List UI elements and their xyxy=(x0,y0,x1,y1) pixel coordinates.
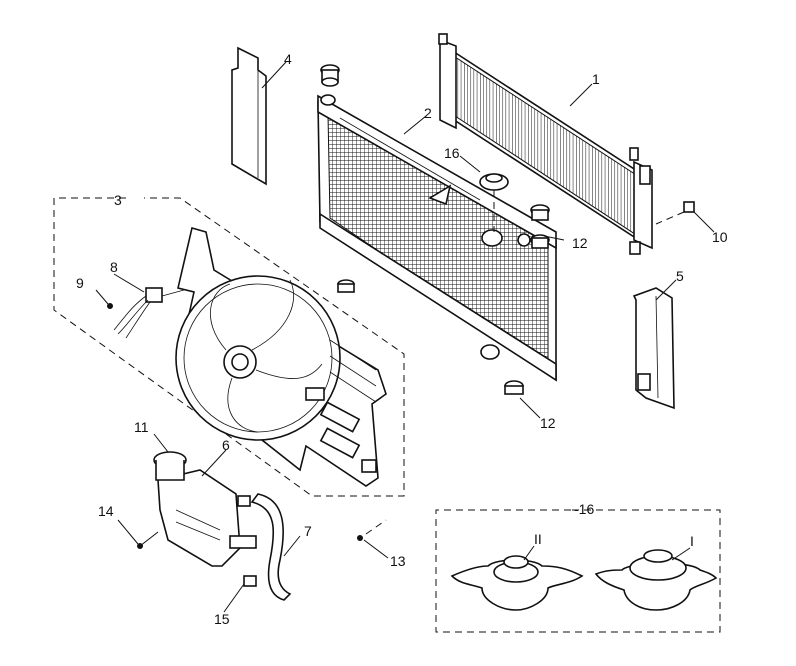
callout-14: 14 xyxy=(98,503,114,519)
radiator-cap-small-icon xyxy=(479,173,509,232)
screw-icon xyxy=(107,303,113,309)
callout-11: 11 xyxy=(134,419,149,435)
callout-6: 6 xyxy=(222,437,230,453)
callout-8: 8 xyxy=(110,259,118,275)
air-seal-right-icon xyxy=(632,287,675,410)
callout-16-box: -16 xyxy=(574,501,594,517)
fan-shroud-icon xyxy=(175,226,387,487)
callout-10: 10 xyxy=(712,229,728,245)
callout-16: 16 xyxy=(444,145,460,161)
fan-connector-icon xyxy=(113,287,185,339)
air-seal-left-icon xyxy=(231,46,267,186)
callout-cap-i: I xyxy=(690,533,694,549)
callout-cap-ii: II xyxy=(534,531,542,547)
callout-2: 2 xyxy=(424,105,432,121)
coolant-hose-icon xyxy=(243,493,292,601)
callout-9: 9 xyxy=(76,275,84,291)
callout-3: 3 xyxy=(114,192,122,208)
screw-14-icon xyxy=(137,531,159,549)
callout-12-upper: 12 xyxy=(572,235,588,251)
radiator-icon xyxy=(317,64,557,395)
callout-5: 5 xyxy=(676,268,684,284)
callout-1: 1 xyxy=(592,71,600,87)
callout-13: 13 xyxy=(390,553,406,569)
leader-lines xyxy=(95,61,715,613)
fan-assembly-boundary xyxy=(53,197,405,497)
callout-4: 4 xyxy=(284,51,292,67)
screw-13-icon xyxy=(357,519,387,541)
radiator-cap-ii-icon xyxy=(450,555,584,611)
bolt-icon xyxy=(655,201,695,225)
radiator-cap-detail-box xyxy=(435,509,721,633)
callout-7: 7 xyxy=(304,523,312,539)
callout-labels: 1 2 3 4 5 6 7 8 9 10 11 12 12 13 14 15 1… xyxy=(76,51,728,627)
coolant-reservoir-icon xyxy=(153,451,257,567)
callout-15: 15 xyxy=(214,611,230,627)
condenser-icon xyxy=(438,33,653,255)
radiator-cap-i-icon xyxy=(594,549,718,611)
callout-12-lower: 12 xyxy=(540,415,556,431)
